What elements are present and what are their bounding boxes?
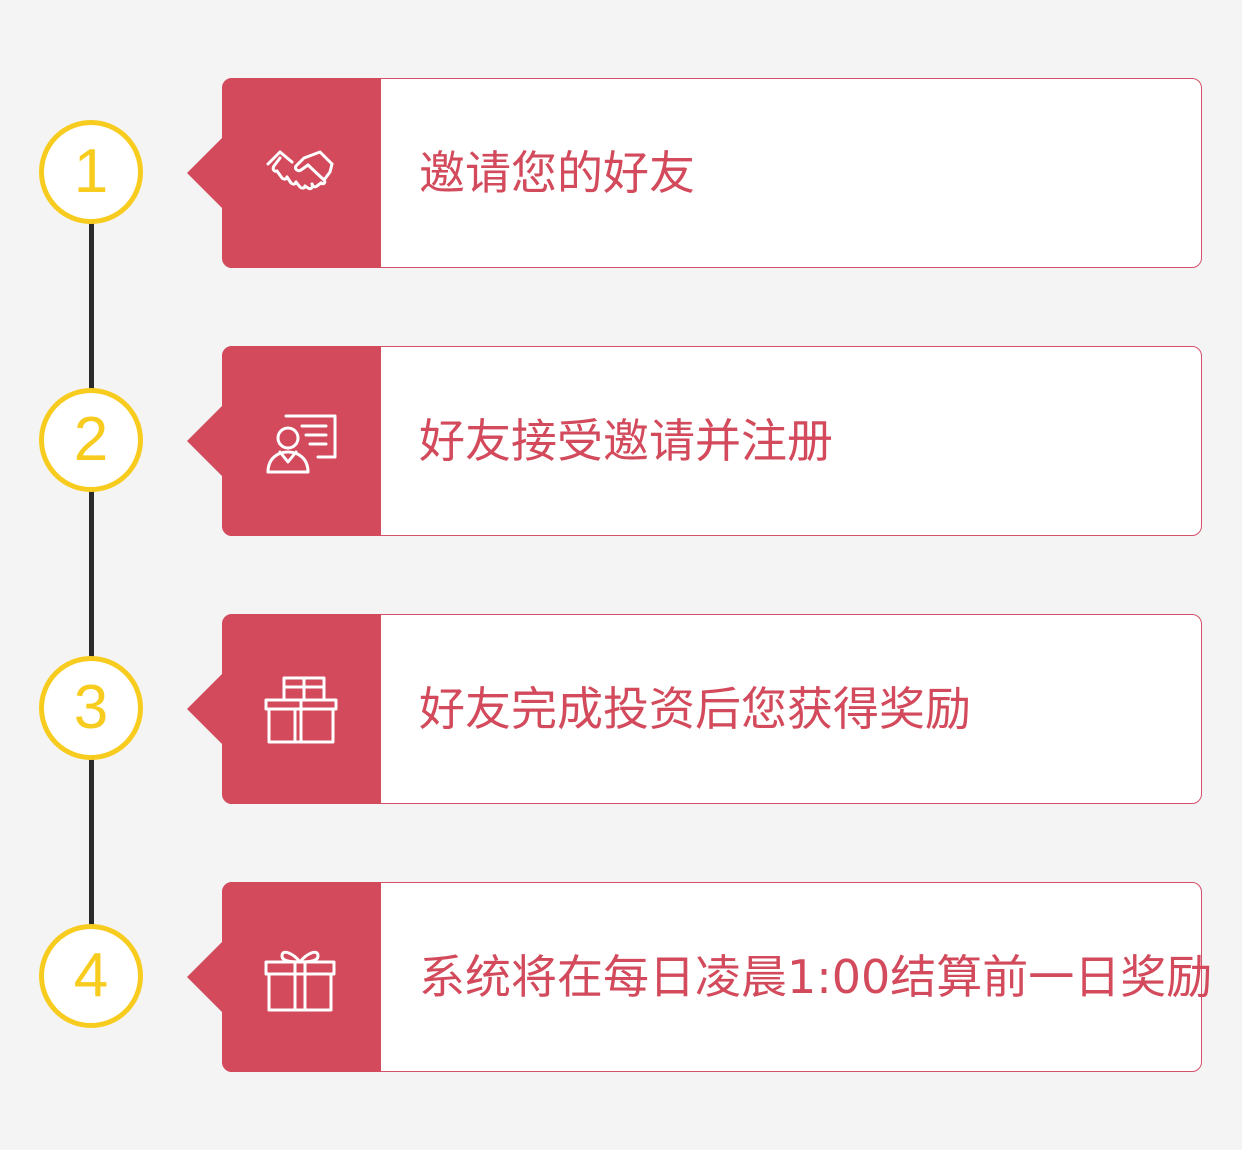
step-number-1: 1 bbox=[39, 120, 143, 224]
step-icon-box bbox=[187, 78, 381, 268]
stacked-boxes-icon bbox=[262, 672, 338, 748]
gift-icon bbox=[262, 940, 338, 1016]
step-card-3: 好友完成投资后您获得奖励 bbox=[187, 614, 1202, 804]
step-card-1: 邀请您的好友 bbox=[187, 78, 1202, 268]
timeline-line bbox=[89, 172, 94, 978]
handshake-icon bbox=[262, 136, 338, 212]
step-number-2: 2 bbox=[39, 388, 143, 492]
step-icon-box bbox=[187, 882, 381, 1072]
step-card-4: 系统将在每日凌晨1:00结算前一日奖励 bbox=[187, 882, 1212, 1072]
step-card-2: 好友接受邀请并注册 bbox=[187, 346, 1202, 536]
step-label-3: 好友完成投资后您获得奖励 bbox=[419, 682, 971, 736]
step-label-4: 系统将在每日凌晨1:00结算前一日奖励 bbox=[419, 950, 1213, 1004]
step-number-4: 4 bbox=[39, 924, 143, 1028]
step-icon-box bbox=[187, 346, 381, 536]
step-label-2: 好友接受邀请并注册 bbox=[419, 414, 833, 468]
step-icon-box bbox=[187, 614, 381, 804]
id-card-icon bbox=[262, 404, 338, 480]
step-number-3: 3 bbox=[39, 656, 143, 760]
step-label-1: 邀请您的好友 bbox=[419, 146, 695, 200]
